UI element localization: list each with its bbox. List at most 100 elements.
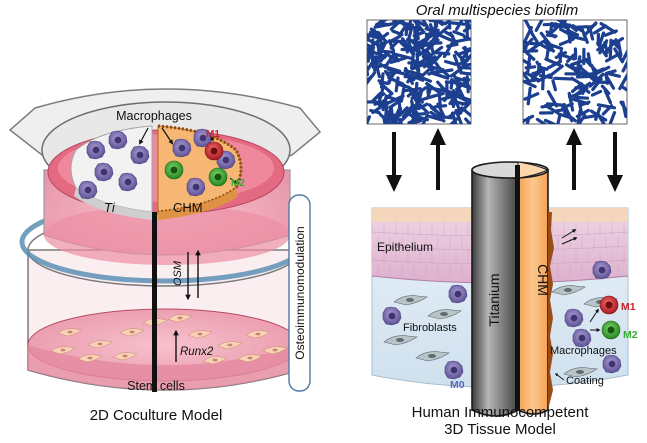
bacterium bbox=[404, 66, 414, 86]
bacterium bbox=[455, 94, 468, 103]
bacterium bbox=[535, 117, 547, 124]
bacterium bbox=[523, 114, 535, 124]
m1-macrophage-right bbox=[599, 295, 619, 315]
bacterium bbox=[567, 91, 575, 112]
m1-label: M1 bbox=[206, 129, 220, 140]
bacterium bbox=[546, 42, 564, 51]
bacterium bbox=[464, 117, 471, 124]
bacterium bbox=[620, 48, 627, 63]
bacterium bbox=[534, 20, 544, 32]
bacterium bbox=[540, 103, 553, 109]
bacterium bbox=[570, 76, 589, 90]
m1-right-label: M1 bbox=[621, 301, 636, 313]
bacterium bbox=[553, 76, 575, 81]
bacterium bbox=[523, 26, 534, 44]
bacterium bbox=[465, 20, 470, 42]
m0-label: M0 bbox=[450, 379, 465, 391]
bacterium bbox=[371, 101, 388, 115]
bacterium bbox=[437, 91, 442, 108]
bacterium bbox=[421, 20, 430, 29]
bacterium bbox=[433, 68, 454, 75]
bacterium bbox=[546, 59, 563, 70]
biofilm-exchange-arrows bbox=[386, 128, 623, 192]
bacterium bbox=[405, 42, 412, 54]
bacterium bbox=[572, 25, 590, 29]
tissue-model: Oral multispecies biofilm bbox=[366, 2, 638, 438]
bacterium bbox=[526, 55, 532, 73]
bacterium bbox=[426, 41, 443, 46]
bacterium bbox=[409, 86, 424, 104]
bacterium bbox=[558, 27, 577, 39]
bacterium bbox=[556, 115, 562, 124]
bacterium bbox=[523, 79, 537, 89]
bacterium bbox=[445, 20, 466, 26]
bacterium bbox=[425, 114, 443, 122]
bacterium bbox=[418, 68, 431, 80]
bacterium bbox=[613, 47, 624, 64]
m2-macrophage-right bbox=[601, 320, 621, 340]
bacterium bbox=[545, 30, 557, 39]
osteoimmunomodulation-box bbox=[288, 194, 311, 392]
bacterium bbox=[555, 107, 568, 113]
bacterium bbox=[573, 95, 590, 100]
bacterium bbox=[399, 83, 406, 103]
bacterium bbox=[558, 37, 575, 47]
bacterium bbox=[523, 37, 534, 52]
bacterium bbox=[367, 73, 375, 83]
bacterium bbox=[416, 101, 430, 115]
bacterium bbox=[389, 105, 394, 119]
bacterium bbox=[596, 103, 617, 110]
bacterium bbox=[430, 45, 444, 56]
bacterium bbox=[394, 76, 400, 93]
bacterium bbox=[461, 20, 471, 23]
bacterium bbox=[415, 52, 421, 73]
bacterium bbox=[376, 42, 387, 60]
bacterium bbox=[523, 92, 540, 101]
bacterium bbox=[546, 90, 559, 108]
bacterium bbox=[599, 22, 617, 34]
bacterium bbox=[367, 115, 371, 124]
bacterium bbox=[616, 40, 623, 58]
bacterium bbox=[562, 110, 578, 123]
bacterium bbox=[604, 73, 616, 90]
bacterium bbox=[414, 114, 430, 122]
bacterium bbox=[428, 54, 434, 75]
bacterium bbox=[384, 108, 392, 124]
tissue-caption-line2: 3D Tissue Model bbox=[444, 421, 556, 438]
bacterium bbox=[459, 71, 471, 76]
separator-rod bbox=[152, 212, 157, 392]
bacterium bbox=[608, 110, 617, 124]
bacterium bbox=[529, 30, 540, 44]
bacterium bbox=[452, 30, 465, 37]
bacterium bbox=[450, 78, 468, 89]
coating-label: Coating bbox=[566, 375, 604, 387]
bacterium bbox=[554, 50, 568, 60]
bacterium bbox=[452, 37, 471, 44]
biofilm-title: Oral multispecies biofilm bbox=[416, 2, 579, 19]
bacterium bbox=[414, 81, 419, 95]
biofilm-tile-chm bbox=[522, 19, 628, 125]
bacterium bbox=[598, 31, 606, 46]
bacterium bbox=[575, 64, 583, 75]
bacterium bbox=[401, 103, 415, 119]
coculture-caption: 2D Coculture Model bbox=[90, 407, 223, 424]
titanium-label: Titanium bbox=[486, 273, 502, 326]
bacterium bbox=[407, 116, 422, 124]
bacterium bbox=[398, 108, 415, 124]
bacterium bbox=[410, 86, 428, 101]
bacterium bbox=[613, 36, 625, 45]
bacterium bbox=[393, 52, 414, 61]
stem-cells-label: Stem cells bbox=[127, 379, 185, 393]
bacterium bbox=[427, 57, 439, 66]
bacterium bbox=[564, 62, 576, 71]
bacterium bbox=[420, 31, 434, 49]
bacterium bbox=[459, 65, 471, 70]
bacterium bbox=[447, 106, 464, 119]
bacterium bbox=[431, 71, 450, 80]
bacterium bbox=[392, 113, 398, 124]
m2-macrophage bbox=[208, 167, 228, 187]
bacterium bbox=[369, 27, 381, 36]
bacterium bbox=[454, 81, 465, 99]
bacterium bbox=[592, 24, 608, 35]
